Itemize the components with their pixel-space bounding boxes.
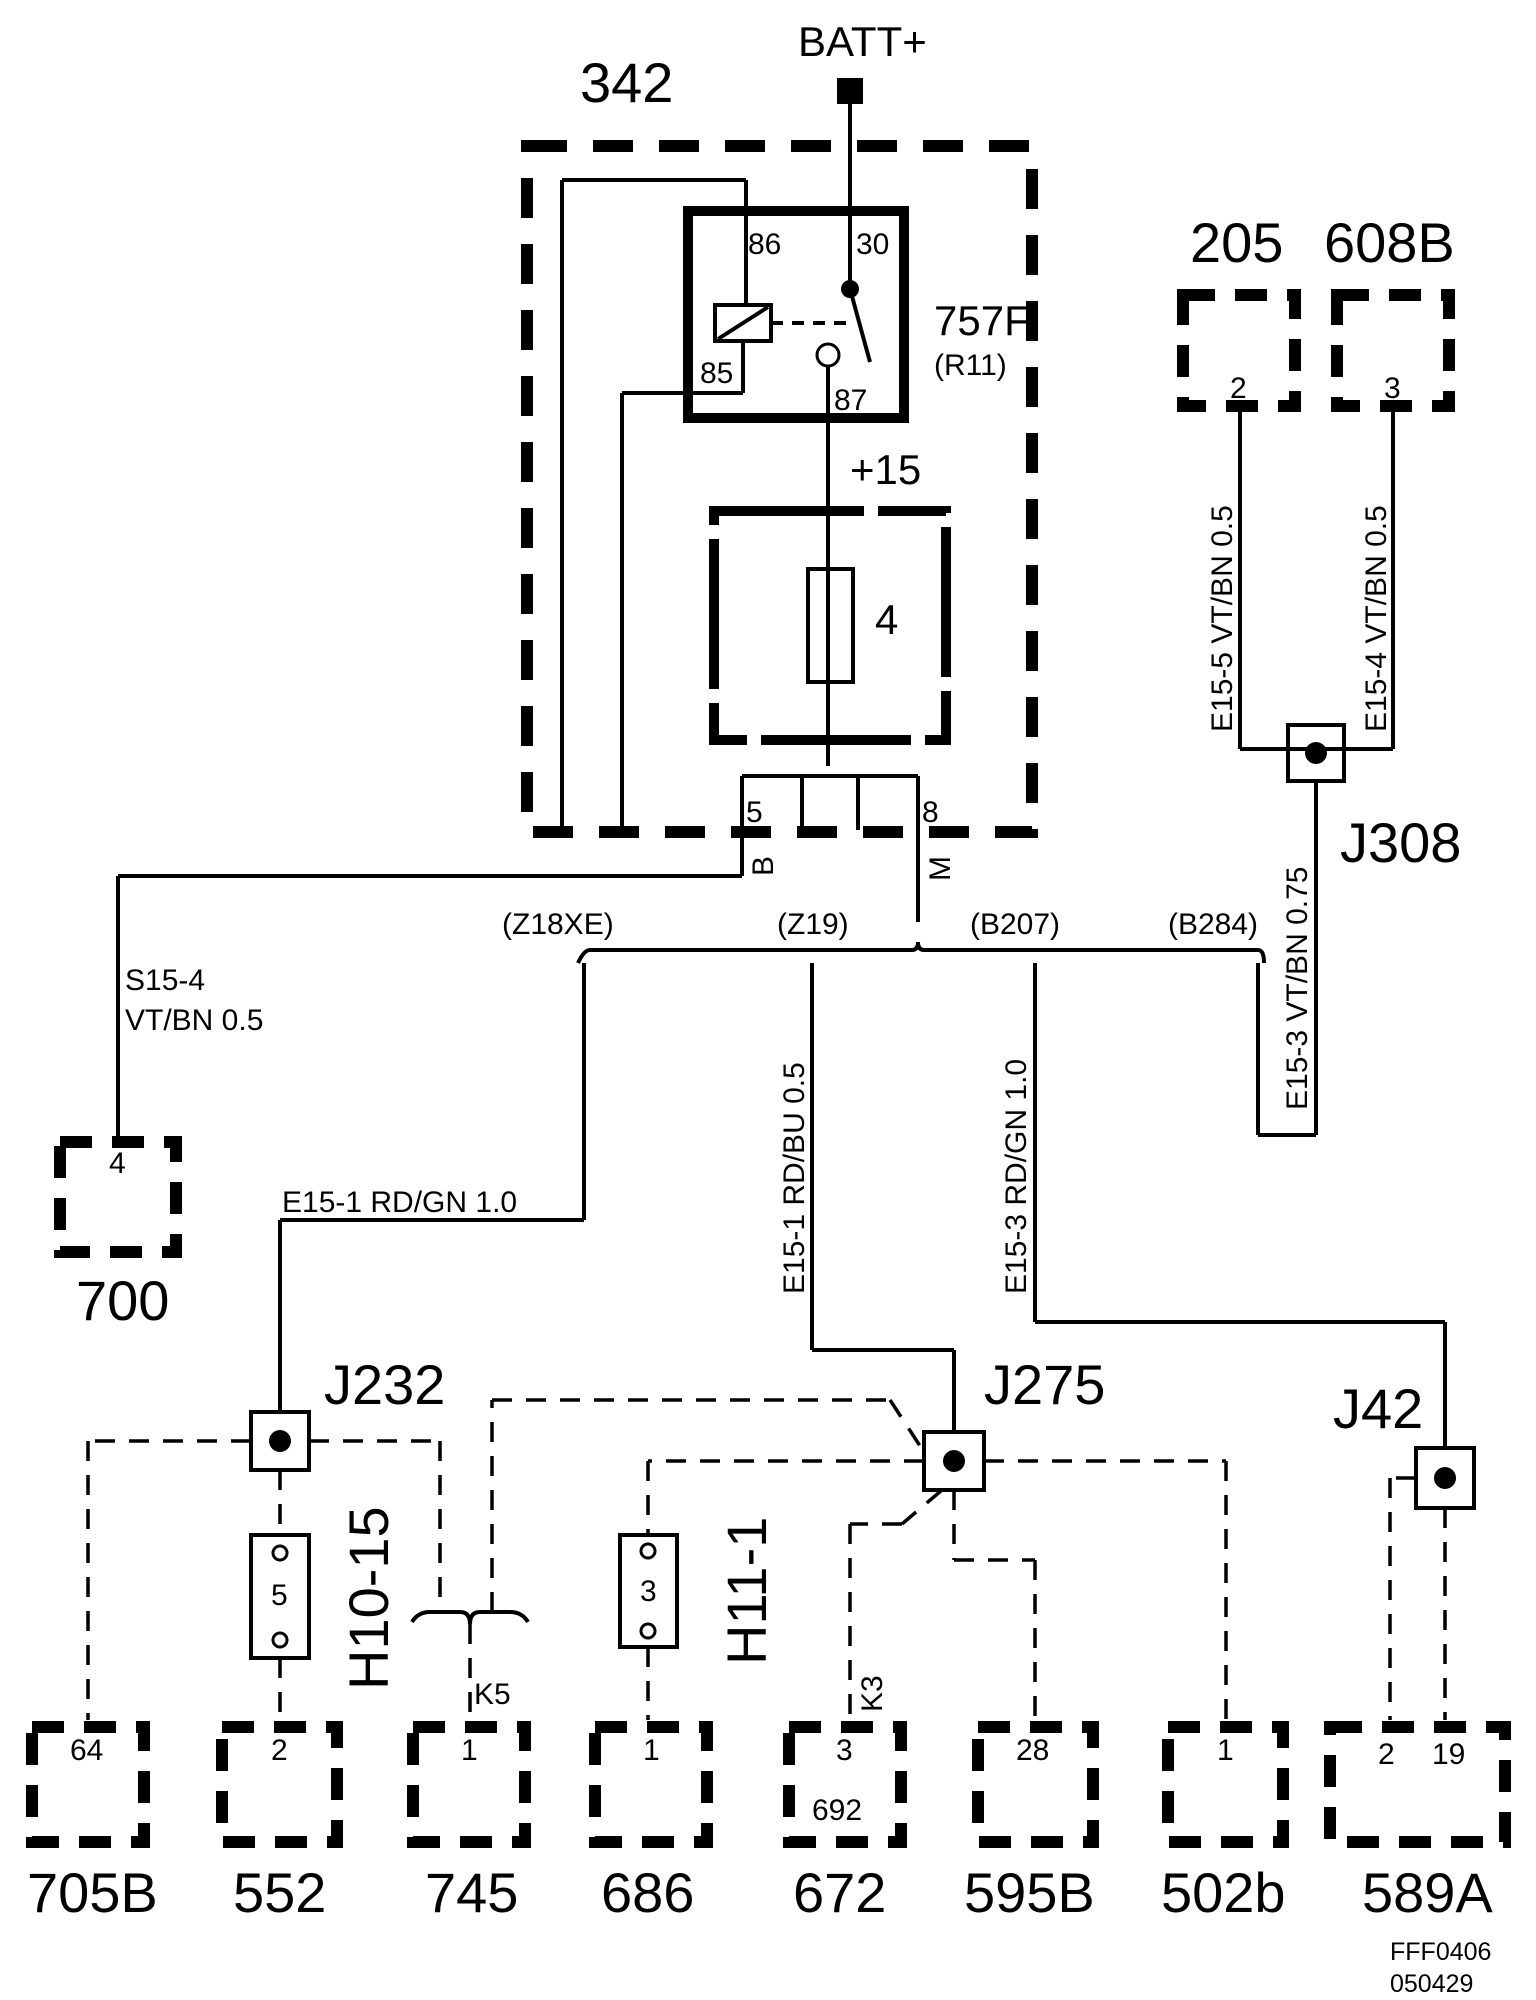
connector-595b-pin: 28 — [1016, 1734, 1049, 1767]
connector-552-pin: 2 — [271, 1734, 288, 1767]
fusebox-pin-5: 5 — [746, 796, 763, 829]
ignition-plus15-label: +15 — [850, 446, 921, 493]
splice-j42-label: J42 — [1333, 1377, 1423, 1440]
connector-745-pin: 1 — [461, 1734, 478, 1767]
fusebox-342-label: 342 — [580, 51, 673, 114]
connector-686 — [589, 1721, 713, 1848]
connector-672-label: 672 — [793, 1861, 886, 1924]
fusebox-pin-8: 8 — [922, 796, 939, 829]
relay-pin-30: 30 — [856, 228, 889, 261]
relay-pin-87: 87 — [834, 384, 867, 417]
fuse-h11-1-number: 3 — [640, 1575, 657, 1608]
fuse-h11-1-label: H11-1 — [715, 1517, 778, 1665]
wire-s15-4-line1: S15-4 — [125, 964, 205, 997]
connector-700-pin: 4 — [109, 1147, 126, 1180]
wire-e15-4: E15-4 VT/BN 0.5 — [1360, 505, 1393, 732]
variant-b284: (B284) — [1168, 908, 1258, 941]
connector-502b-pin: 1 — [1217, 1734, 1234, 1767]
connector-205-pin: 2 — [1230, 372, 1247, 405]
wire-s15-4-line2: VT/BN 0.5 — [125, 1004, 263, 1037]
fusebox-pin-m-letter: M — [924, 856, 957, 881]
variant-z18xe: (Z18XE) — [502, 908, 614, 941]
connector-700-label: 700 — [76, 1269, 169, 1332]
relay-pin-85: 85 — [700, 357, 733, 390]
connector-552-label: 552 — [233, 1861, 326, 1924]
connector-672-sub: 692 — [812, 1794, 862, 1827]
connector-595b-label: 595B — [964, 1861, 1095, 1924]
fuse-4-holder — [709, 506, 951, 745]
connector-589a — [1324, 1721, 1511, 1848]
fusebox-pin-b-letter: B — [747, 856, 780, 876]
connector-552 — [216, 1721, 343, 1848]
connector-589a-label: 589A — [1362, 1861, 1493, 1924]
diagram-date: 050429 — [1390, 1970, 1473, 1998]
k3-label: K3 — [856, 1675, 889, 1712]
fuse-h10-15 — [249, 1533, 311, 1660]
connector-589a-pin-2: 2 — [1378, 1738, 1395, 1771]
connector-705b-pin: 64 — [70, 1734, 103, 1767]
variant-z19: (Z19) — [777, 908, 849, 941]
k5-bracket — [410, 1610, 530, 1625]
fuse-h10-15-number: 5 — [271, 1579, 288, 1612]
splice-j308-label: J308 — [1340, 811, 1461, 874]
wire-e15-3-mid: E15-3 RD/GN 1.0 — [1000, 1059, 1033, 1294]
wire-e15-1-left: E15-1 RD/GN 1.0 — [282, 1186, 517, 1219]
relay-contact-87 — [815, 342, 841, 368]
connector-205-label: 205 — [1190, 211, 1283, 274]
diagram-code: FFF0406 — [1390, 1938, 1491, 1966]
wire-e15-5: E15-5 VT/BN 0.5 — [1206, 505, 1239, 732]
connector-608b-label: 608B — [1324, 211, 1455, 274]
relay-757f-sub: (R11) — [934, 349, 1007, 382]
connector-745-label: 745 — [425, 1861, 518, 1924]
connector-705b-label: 705B — [27, 1861, 158, 1924]
connector-502b-label: 502b — [1161, 1861, 1286, 1924]
k5-label: K5 — [474, 1678, 511, 1711]
connector-502b — [1162, 1721, 1289, 1848]
batt-plus-label: BATT+ — [798, 18, 927, 65]
fuse-4-element — [806, 567, 855, 684]
connector-589a-pin-19: 19 — [1432, 1738, 1465, 1771]
variant-b207: (B207) — [970, 908, 1060, 941]
connector-686-pin: 1 — [643, 1734, 660, 1767]
connector-608b-pin: 3 — [1384, 372, 1401, 405]
splice-j275-label: J275 — [984, 1353, 1105, 1416]
relay-757f-body — [683, 206, 909, 423]
fuse-4-number: 4 — [875, 596, 898, 643]
splice-j232-label: J232 — [324, 1353, 445, 1416]
batt-plus-terminal — [837, 78, 863, 104]
connector-700 — [54, 1136, 182, 1258]
fuse-h10-15-label: H10-15 — [337, 1506, 400, 1690]
wire-e15-3-right: E15-3 VT/BN 0.75 — [1281, 867, 1314, 1110]
variant-bus — [576, 941, 1266, 964]
connector-595b — [972, 1721, 1099, 1848]
connector-745 — [407, 1721, 531, 1848]
connector-705b — [26, 1721, 150, 1848]
connector-672 — [783, 1721, 907, 1848]
connector-686-label: 686 — [601, 1861, 694, 1924]
relay-pin-86: 86 — [748, 228, 781, 261]
wire-e15-1-mid: E15-1 RD/BU 0.5 — [778, 1062, 811, 1294]
connector-672-pin: 3 — [836, 1734, 853, 1767]
relay-757f-label: 757F — [934, 297, 1030, 344]
relay-switch-arm — [848, 288, 872, 363]
